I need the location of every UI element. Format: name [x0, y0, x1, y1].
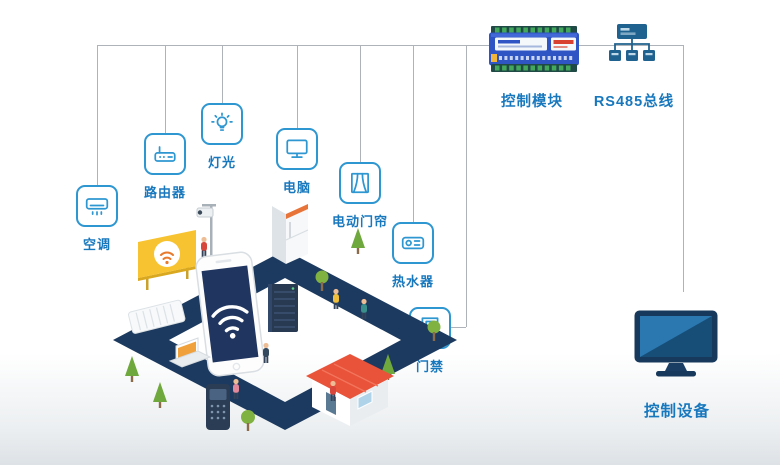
laptop-illustration [168, 337, 212, 368]
device-label-light: 灯光 [207, 155, 236, 170]
device-label-door-access: 门禁 [415, 359, 444, 374]
tree-illustration [427, 320, 441, 341]
control-device-image [634, 310, 718, 383]
device-label-router: 路由器 [143, 185, 186, 200]
smart-home-scene [100, 178, 470, 455]
connector-line-door-access-vertical [466, 45, 467, 327]
curtain-icon [339, 162, 381, 204]
person-illustration [361, 298, 367, 319]
tree-illustration [125, 356, 139, 382]
router-icon [144, 133, 186, 175]
rs485-bus-label: RS485总线 [593, 94, 675, 110]
smart-home-illustration [113, 196, 457, 431]
person-illustration [263, 342, 269, 363]
rs485-bus-image [606, 22, 658, 71]
device-computer: 电脑 [249, 128, 345, 196]
connector-line-curtain [360, 45, 361, 162]
air-conditioner-icon [76, 185, 118, 227]
access-panel-illustration [206, 384, 230, 430]
tree-illustration [351, 228, 365, 254]
device-curtain: 电动门帘 [312, 162, 408, 230]
tree-illustration [241, 410, 255, 431]
device-label-curtain: 电动门帘 [331, 214, 388, 229]
control-module-label: 控制模块 [501, 94, 563, 110]
person-illustration [333, 288, 339, 309]
device-label-water-heater: 热水器 [391, 274, 434, 289]
refrigerator-illustration [272, 196, 309, 264]
computer-icon [276, 128, 318, 170]
isometric-road [113, 250, 457, 430]
surveillance-camera-illustration [196, 204, 216, 260]
control-device-label: 控制设备 [643, 403, 710, 420]
device-label-air-conditioner: 空调 [82, 237, 111, 252]
radiator-illustration [128, 299, 186, 334]
smartphone-illustration [195, 251, 265, 377]
connector-line-door-access-horizontal [446, 327, 466, 328]
tree-illustration [153, 382, 167, 408]
network-topology-icon [609, 24, 655, 61]
person-illustration [201, 236, 207, 257]
connector-line-air-conditioner [97, 45, 98, 185]
connector-line-router [165, 45, 166, 133]
wifi-icon [211, 305, 249, 333]
connector-line-right-drop [683, 45, 684, 292]
water-heater-icon [392, 222, 434, 264]
server-rack-illustration [268, 284, 298, 332]
house-illustration [306, 354, 394, 426]
tree-illustration [315, 270, 329, 291]
plc-module-icon [489, 26, 579, 72]
connector-line-water-heater [413, 45, 414, 222]
connector-line-light [222, 45, 223, 103]
light-icon [201, 103, 243, 145]
control-module-image [488, 25, 580, 78]
device-water-heater: 热水器 [365, 222, 461, 290]
device-air-conditioner: 空调 [49, 185, 145, 253]
person-illustration [233, 378, 239, 399]
monitor-icon [634, 310, 718, 377]
connector-line-computer [297, 45, 298, 128]
billboard-illustration [138, 230, 196, 290]
device-light: 灯光 [174, 103, 270, 171]
device-router: 路由器 [117, 133, 213, 201]
device-label-computer: 电脑 [282, 180, 311, 195]
person-illustration [330, 380, 336, 401]
connector-line-top-bus [97, 45, 683, 46]
